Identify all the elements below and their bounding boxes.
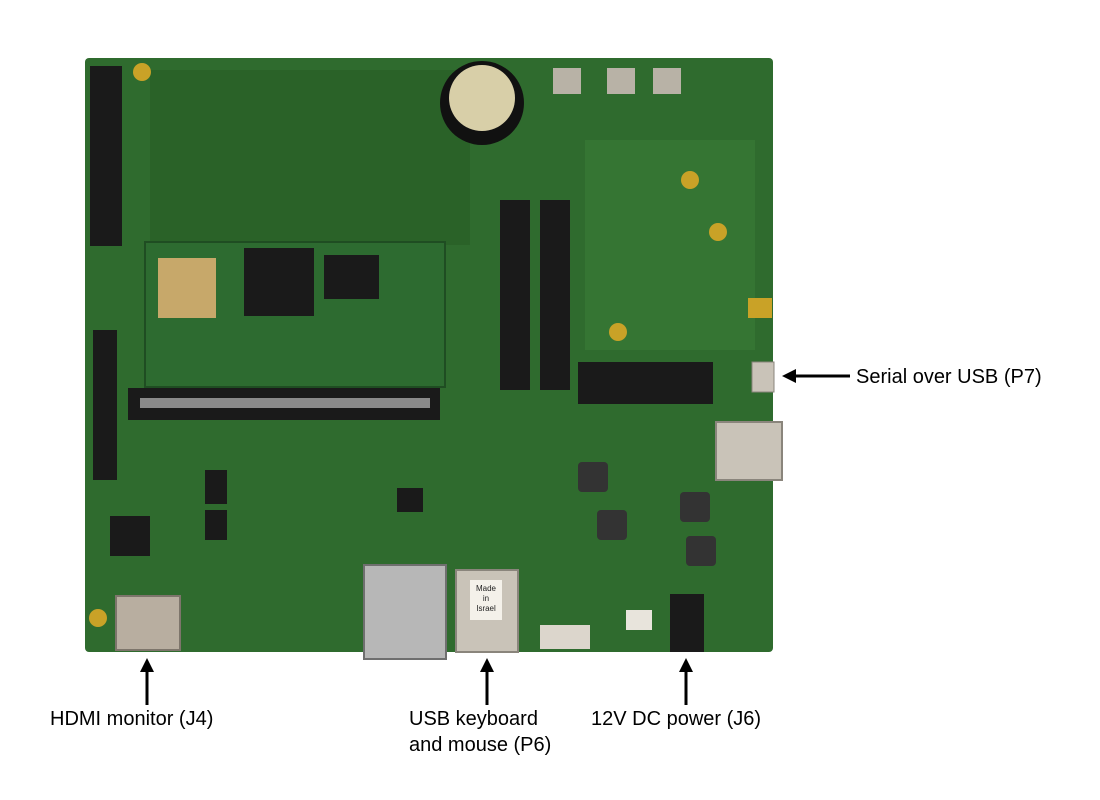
pin-header-middle-2	[540, 200, 570, 390]
arrow-hdmi	[140, 658, 154, 705]
mounting-hole	[133, 63, 151, 81]
pcb-right-area	[585, 140, 755, 350]
sticker-text-israel: Israel	[476, 604, 496, 613]
inductor	[686, 536, 716, 566]
pcb-shaded-area	[150, 70, 470, 245]
label-dc-power-text: 12V DC power (J6)	[591, 708, 762, 730]
som-chip	[244, 248, 314, 316]
arrow-dc-power	[679, 658, 693, 705]
inductor	[578, 462, 608, 492]
sticker-text-made: Made	[475, 584, 496, 593]
arrow-usb-keyboard	[480, 658, 494, 705]
connector-small-white	[626, 610, 652, 630]
connector-white	[540, 625, 590, 649]
pin-header-middle-1	[500, 200, 530, 390]
hdmi-connector-j4	[115, 595, 181, 651]
sodimm-contacts	[140, 398, 430, 408]
inductor	[680, 492, 710, 522]
arrow-serial	[782, 369, 850, 383]
push-button	[553, 68, 581, 94]
minipcie-slot	[578, 362, 713, 404]
label-usb-line2: and mouse (P6)	[409, 734, 552, 756]
sticker-text: Made in Israel	[470, 584, 502, 614]
coin-cell-top	[449, 65, 515, 131]
sticker-text-in: in	[482, 594, 490, 603]
mounting-hole	[609, 323, 627, 341]
label-serial-text: Serial over USB (P7)	[856, 366, 1042, 388]
ethernet-rj45-connector	[363, 564, 447, 660]
label-dc-power: 12V DC power (J6)	[591, 706, 761, 732]
mini-usb-connector	[748, 298, 772, 318]
mounting-hole	[89, 609, 107, 627]
mounting-hole	[709, 223, 727, 241]
dc-power-jack-j6	[670, 594, 704, 652]
label-usb-line1: USB keyboard	[409, 708, 538, 730]
ic-chip	[205, 510, 227, 540]
push-button	[653, 68, 681, 94]
hdmi-transmitter-chip	[110, 516, 150, 556]
label-serial-over-usb: Serial over USB (P7)	[856, 364, 1042, 390]
mounting-hole	[681, 171, 699, 189]
made-in-israel-sticker	[470, 580, 502, 620]
serial-micro-usb-p7	[751, 361, 775, 393]
label-hdmi-monitor: HDMI monitor (J4)	[50, 706, 213, 732]
ic-chip	[397, 488, 423, 512]
label-hdmi-text: HDMI monitor (J4)	[50, 708, 214, 730]
pin-header-left-bottom	[93, 330, 117, 480]
push-button	[607, 68, 635, 94]
usb-host-connector-right	[715, 421, 783, 481]
som-chip-2	[324, 255, 379, 299]
inductor	[597, 510, 627, 540]
pin-header-left-top	[90, 66, 122, 246]
som-shield	[158, 258, 216, 318]
label-usb-keyboard-mouse: USB keyboard and mouse (P6)	[409, 706, 551, 758]
ic-chip	[205, 470, 227, 504]
